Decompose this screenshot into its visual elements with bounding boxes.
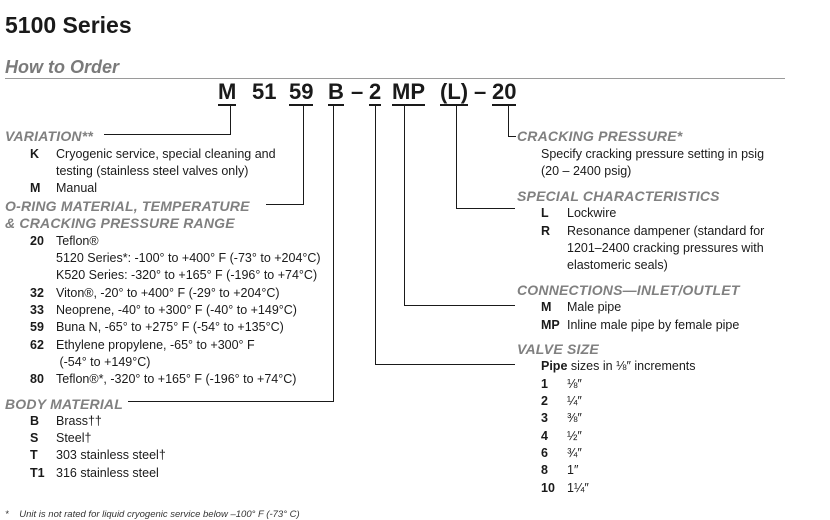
oring-code: 80 — [30, 372, 44, 386]
leader-connections-horizontal — [404, 305, 515, 306]
leader-cracking-horizontal — [508, 136, 516, 137]
variation-code: M — [30, 181, 41, 195]
oring-text: Teflon®*, -320° to +165° F (-196° to +74… — [56, 372, 297, 386]
body-text: Brass†† — [56, 414, 102, 428]
leader-variation-horizontal — [104, 134, 231, 135]
code-b: B — [328, 79, 344, 106]
valve-size-intro-bold: Pipe — [541, 359, 568, 373]
valve-code: 2 — [541, 394, 548, 408]
leader-oring-horizontal — [266, 204, 304, 205]
valve-code: 6 — [541, 446, 548, 460]
valve-size-intro: Pipe sizes in ⅛″ increments — [541, 359, 696, 373]
code-dash-1: – — [351, 79, 364, 104]
oring-text: K520 Series: -320° to +165° F (-196° to … — [56, 268, 318, 282]
code-dash-2: – — [474, 79, 487, 104]
body-material-heading: BODY MATERIAL — [5, 396, 123, 412]
body-code: T — [30, 448, 38, 462]
code-m: M — [218, 79, 237, 106]
valve-text: ½″ — [567, 429, 582, 443]
leader-oring-vertical — [303, 105, 304, 205]
oring-text: 5120 Series*: -100° to +400° F (-73° to … — [56, 251, 321, 265]
cracking-heading: CRACKING PRESSURE* — [517, 128, 683, 144]
leader-variation-vertical — [230, 105, 231, 135]
leader-special-vertical — [456, 105, 457, 209]
valve-text: 1″ — [567, 463, 579, 477]
leader-connections-vertical — [404, 105, 405, 306]
valve-text: ⅜″ — [567, 411, 582, 425]
leader-body-horizontal — [128, 401, 334, 402]
code-51: 51 — [252, 79, 277, 104]
oring-heading-line1: O-RING MATERIAL, TEMPERATURE — [5, 198, 250, 214]
body-text: Steel† — [56, 431, 92, 445]
variation-heading: VARIATION** — [5, 128, 94, 144]
how-to-order-heading: How to Order — [5, 57, 120, 77]
oring-code: 62 — [30, 338, 44, 352]
oring-text: Viton®, -20° to +400° F (-29° to +204°C) — [56, 286, 280, 300]
valve-text: 1¼″ — [567, 481, 589, 495]
series-title: 5100 Series — [5, 12, 132, 38]
special-text: elastomeric seals) — [567, 258, 668, 272]
valve-text: ¼″ — [567, 394, 582, 408]
connections-code: MP — [541, 318, 560, 332]
connections-heading: CONNECTIONS—INLET/OUTLET — [517, 282, 740, 298]
oring-code: 59 — [30, 320, 44, 334]
connections-code: M — [541, 300, 552, 314]
valve-code: 3 — [541, 411, 548, 425]
valve-code: 1 — [541, 377, 548, 391]
cracking-text: Specify cracking pressure setting in psi… — [541, 147, 765, 161]
variation-item-m: M — [30, 181, 40, 195]
body-code: S — [30, 431, 39, 445]
variation-code: K — [30, 147, 40, 161]
oring-text: Ethylene propylene, -65° to +300° F — [56, 338, 255, 352]
connections-text: Male pipe — [567, 300, 622, 314]
oring-text: Buna N, -65° to +275° F (-54° to +135°C) — [56, 320, 284, 334]
footnote: * Unit is not rated for liquid cryogenic… — [5, 509, 300, 520]
oring-heading-line2: & CRACKING PRESSURE RANGE — [5, 215, 235, 231]
heading-rule — [5, 78, 785, 79]
valve-text: ¾″ — [567, 446, 582, 460]
code-20: 20 — [492, 79, 517, 106]
cracking-text: (20 – 2400 psig) — [541, 164, 632, 178]
special-text: Resonance dampener (standard for — [567, 224, 765, 238]
body-code: T1 — [30, 466, 45, 480]
variation-text: Manual — [56, 181, 97, 195]
valve-code: 8 — [541, 463, 548, 477]
special-text: Lockwire — [567, 206, 617, 220]
code-2: 2 — [369, 79, 382, 106]
valve-text: ⅛″ — [567, 377, 582, 391]
variation-text: testing (stainless steel valves only) — [56, 164, 249, 178]
leader-special-horizontal — [456, 208, 515, 209]
body-code: B — [30, 414, 40, 428]
oring-text: Neoprene, -40° to +300° F (-40° to +149°… — [56, 303, 297, 317]
oring-text: (-54° to +149°C) — [56, 355, 151, 369]
oring-text: Teflon® — [56, 234, 99, 248]
valve-size-heading: VALVE SIZE — [517, 341, 599, 357]
oring-code: 20 — [30, 234, 44, 248]
body-text: 303 stainless steel† — [56, 448, 166, 462]
valve-size-intro-rest: sizes in ⅛″ increments — [567, 359, 696, 373]
special-code: R — [541, 224, 551, 238]
special-code: L — [541, 206, 549, 220]
code-l: (L) — [440, 79, 469, 106]
oring-code: 32 — [30, 286, 44, 300]
body-text: 316 stainless steel — [56, 466, 159, 480]
oring-code: 33 — [30, 303, 44, 317]
code-mp: MP — [392, 79, 425, 106]
leader-body-vertical — [333, 105, 334, 402]
leader-valve-size-vertical — [375, 105, 376, 365]
valve-code: 4 — [541, 429, 548, 443]
leader-valve-size-horizontal — [375, 364, 515, 365]
special-text: 1201–2400 cracking pressures with — [567, 241, 764, 255]
special-heading: SPECIAL CHARACTERISTICS — [517, 188, 720, 204]
variation-text: Cryogenic service, special cleaning and — [56, 147, 276, 161]
connections-text: Inline male pipe by female pipe — [567, 318, 740, 332]
code-59: 59 — [289, 79, 314, 106]
leader-cracking-vertical — [508, 105, 509, 137]
valve-code: 10 — [541, 481, 555, 495]
variation-item-k: K — [30, 147, 39, 161]
